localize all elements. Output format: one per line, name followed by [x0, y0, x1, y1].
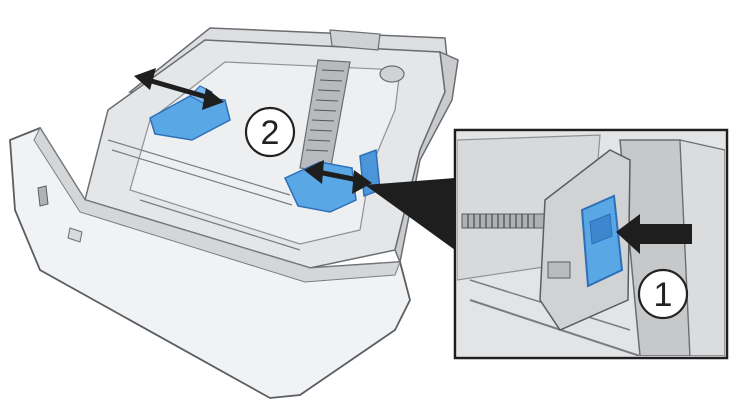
tray-ruler-teeth	[305, 69, 345, 152]
step-1-circle	[637, 268, 689, 320]
circled-number-icon: 1	[637, 268, 689, 320]
tray-front-lip	[33, 126, 401, 283]
double-headed-arrow-icon	[304, 160, 372, 194]
step-2-circle	[244, 106, 296, 158]
step-2-label: 2	[261, 114, 280, 152]
zoom-leader-wedge	[365, 178, 455, 250]
tray-handle-recess	[37, 185, 49, 207]
detail-inset: 1	[453, 128, 729, 360]
tray-inner-rails	[107, 139, 301, 251]
paper-tray	[9, 27, 459, 399]
tray-rear-bracket	[329, 29, 381, 51]
step-1-label: 1	[654, 276, 673, 314]
inset-blue-lever	[580, 194, 624, 288]
tray-round-foot	[379, 65, 405, 83]
double-headed-arrow-icon	[134, 68, 224, 110]
tray-front-tab	[67, 227, 83, 243]
right-arrow-icon	[616, 214, 692, 254]
circled-number-icon: 2	[244, 106, 296, 158]
